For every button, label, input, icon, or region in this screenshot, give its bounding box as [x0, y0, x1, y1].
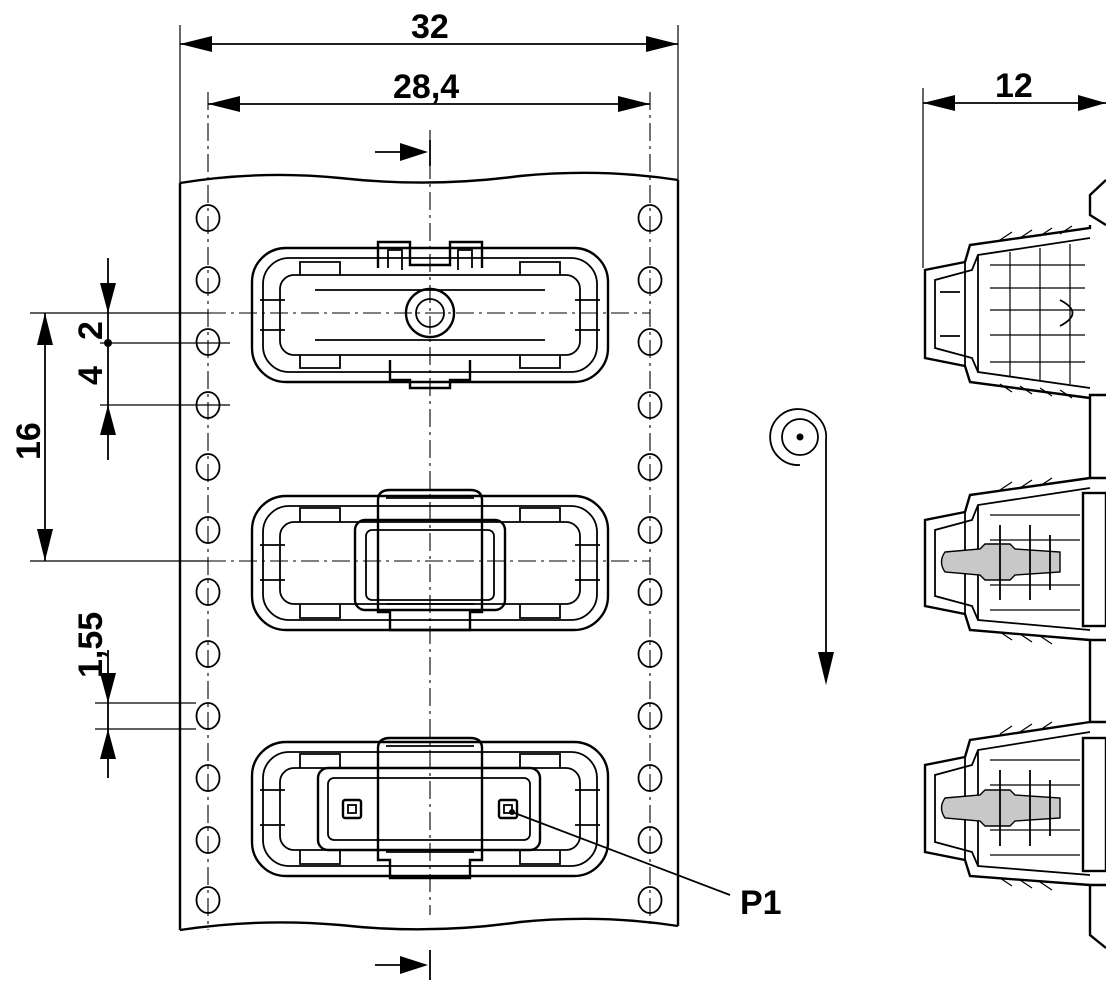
side-pocket-with-part: [923, 476, 1106, 645]
dimension-1-55: 1,55: [72, 612, 196, 778]
feed-marker-bottom: [375, 950, 431, 980]
pocket-empty: [208, 240, 650, 390]
dimension-16: 16: [10, 312, 208, 562]
dimension-28-4: 28,4: [208, 68, 650, 112]
side-pocket-empty: [923, 225, 1092, 400]
dimension-12: 12: [922, 67, 1106, 268]
dimension-16-label: 16: [10, 422, 48, 460]
carrier-tape-side-view: 12: [922, 67, 1106, 949]
dimension-2-4: 2 4: [72, 258, 230, 460]
reel-direction-symbol: [769, 408, 834, 685]
dimension-12-label: 12: [995, 67, 1033, 105]
dimension-28-4-label: 28,4: [393, 68, 459, 106]
side-pocket-with-pins: [923, 720, 1106, 891]
dimension-1-55-label: 1,55: [72, 612, 110, 678]
dimension-32-label: 32: [411, 8, 449, 46]
carrier-tape-front-view: P1: [178, 92, 782, 980]
dimension-32: 32: [179, 8, 679, 183]
dimension-4-label: 4: [72, 366, 110, 385]
label-p1: P1: [740, 884, 782, 922]
feed-marker-top: [375, 140, 431, 166]
dimension-2-label: 2: [72, 321, 110, 340]
pocket-with-connector-pins: P1: [250, 736, 782, 922]
pocket-with-connector: [208, 488, 650, 632]
